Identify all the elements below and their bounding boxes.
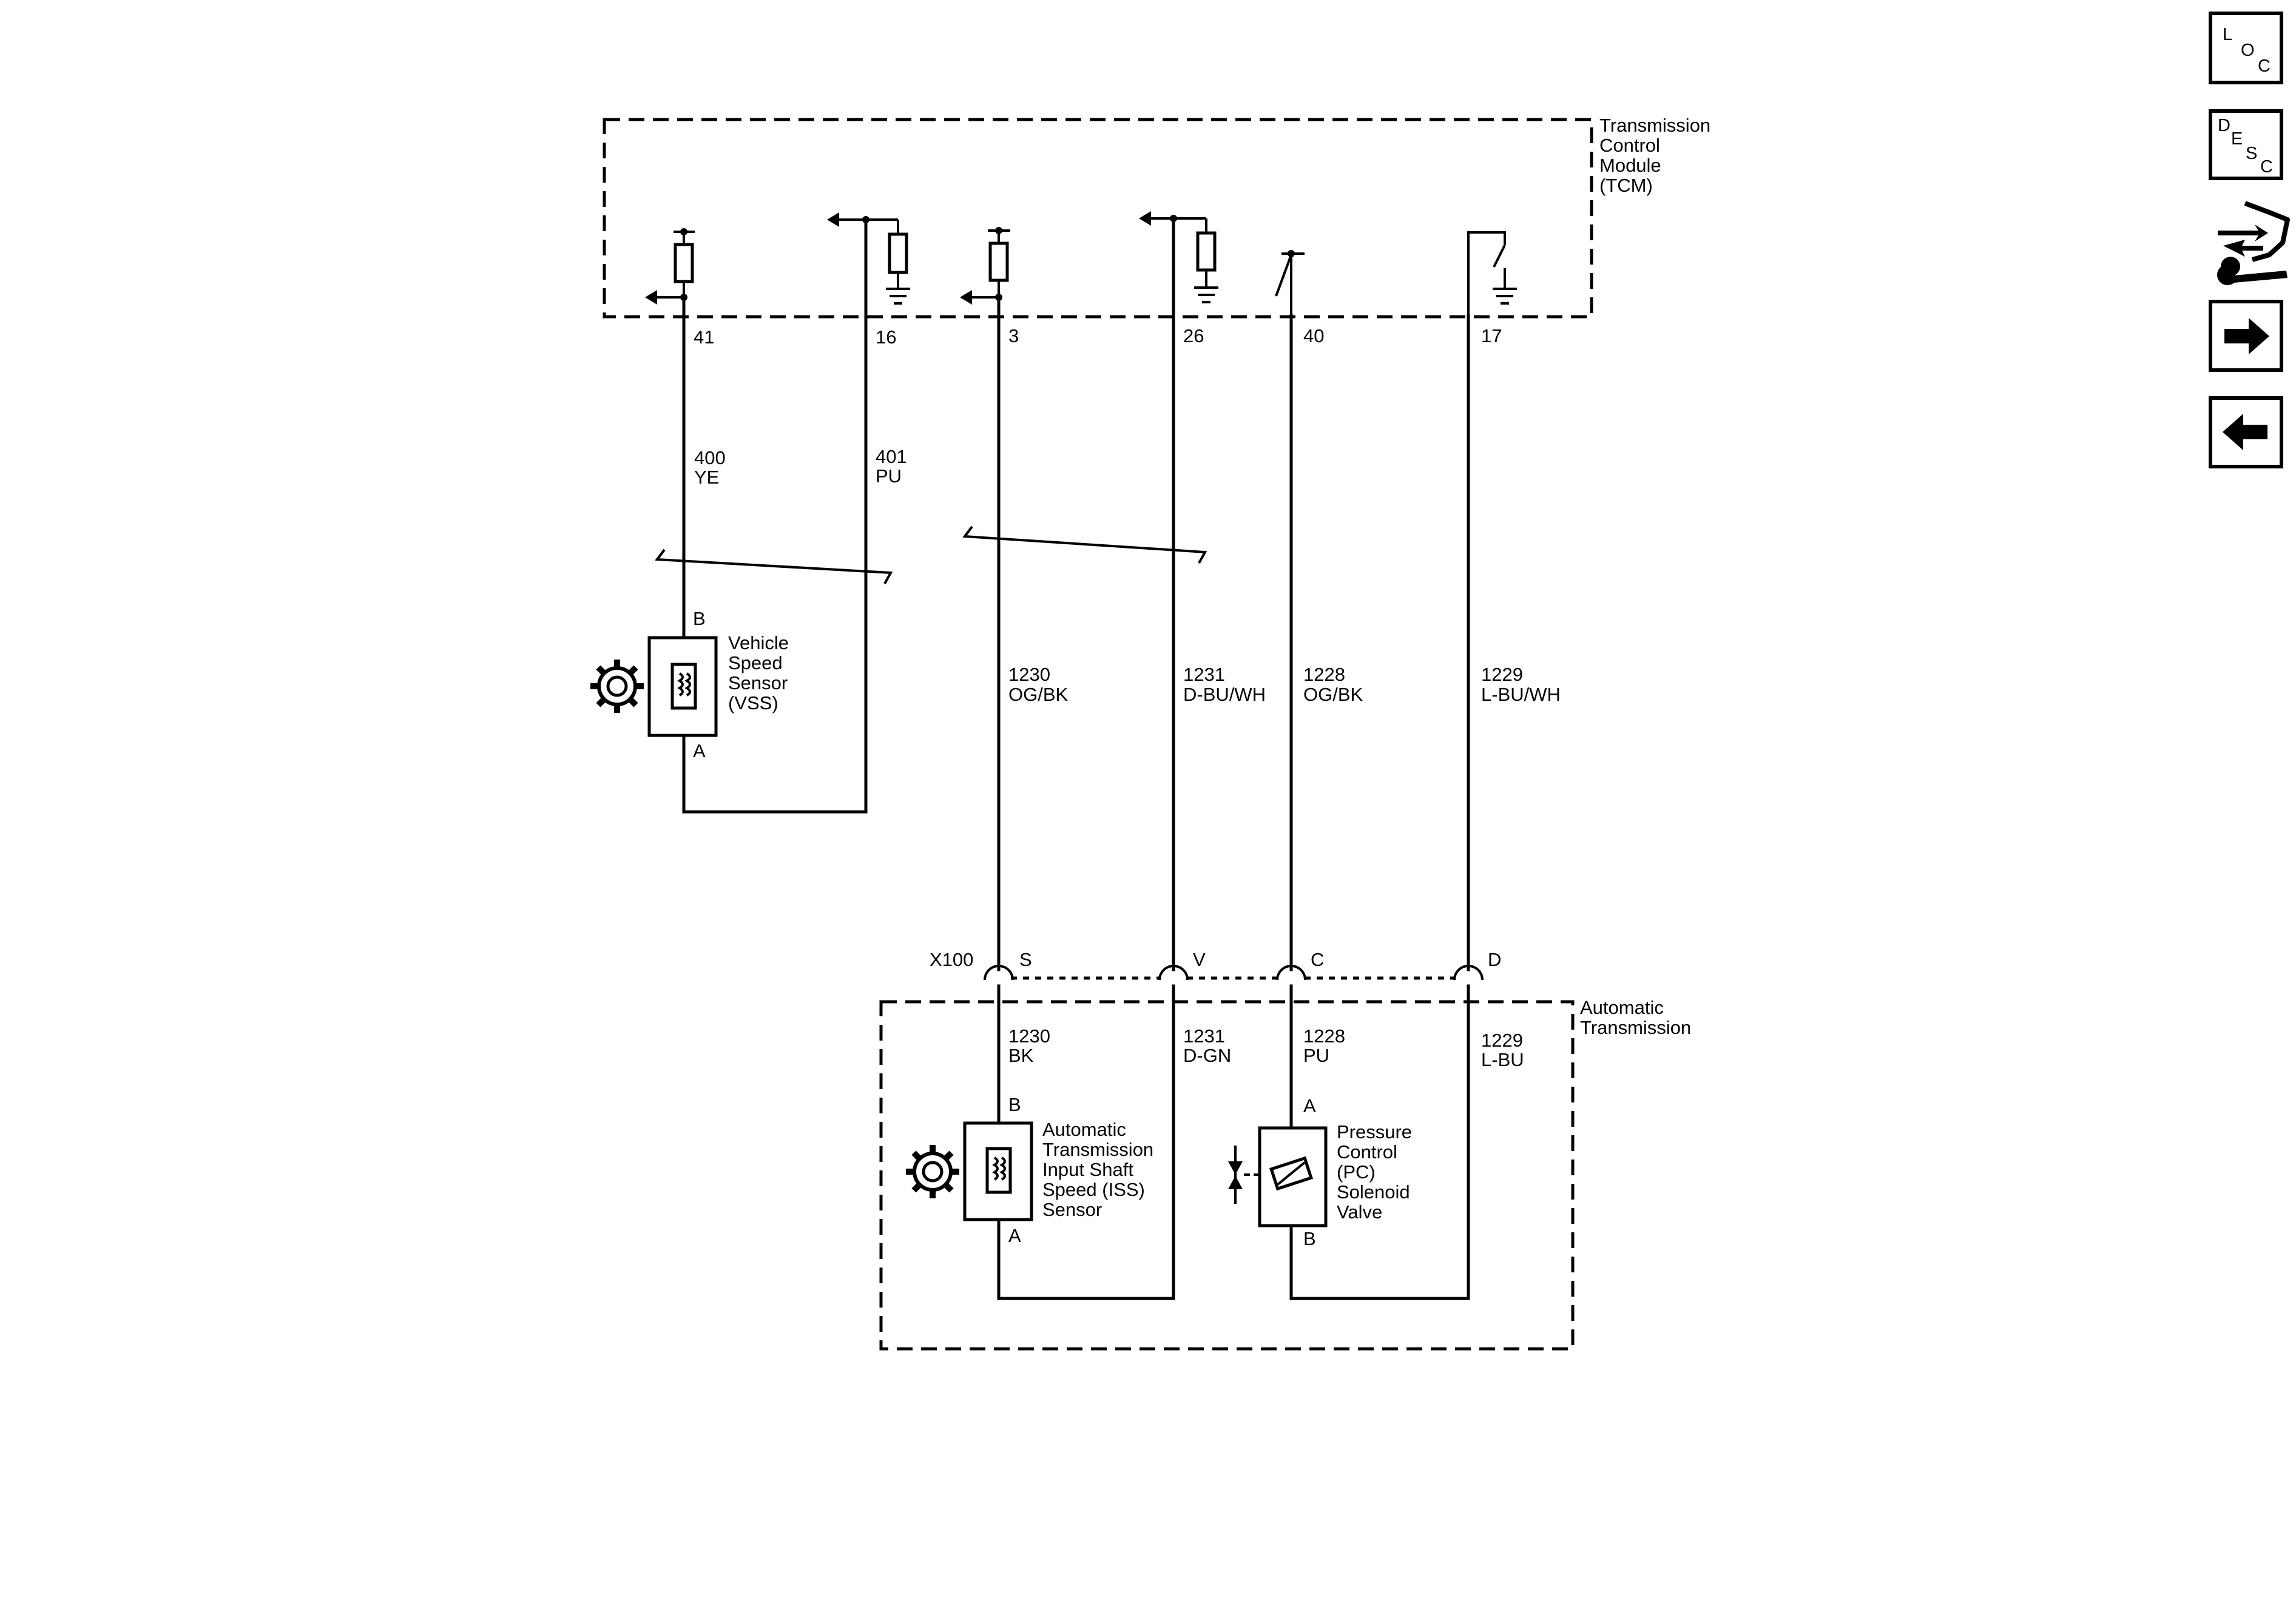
svg-text:Speed (ISS): Speed (ISS) — [1042, 1179, 1145, 1200]
svg-text:E: E — [2231, 129, 2243, 149]
svg-text:B: B — [1303, 1228, 1316, 1249]
svg-text:C: C — [2260, 157, 2273, 177]
svg-text:1229: 1229 — [1481, 1030, 1523, 1051]
svg-text:Transmission: Transmission — [1042, 1139, 1153, 1160]
svg-text:B: B — [1008, 1094, 1021, 1115]
svg-text:Module: Module — [1599, 155, 1661, 176]
svg-text:PU: PU — [876, 465, 902, 487]
svg-text:D-GN: D-GN — [1183, 1045, 1231, 1066]
tcm-pin-16-circuit — [827, 212, 910, 305]
automatic-transmission-module: Automatic Transmission — [879, 997, 1691, 1351]
svg-text:1228: 1228 — [1303, 664, 1345, 685]
svg-text:Sensor: Sensor — [1042, 1199, 1102, 1220]
svg-text:Vehicle: Vehicle — [728, 632, 789, 653]
svg-text:Transmission: Transmission — [1580, 1017, 1691, 1038]
svg-text:L-BU/WH: L-BU/WH — [1481, 684, 1561, 705]
svg-text:Control: Control — [1337, 1141, 1397, 1163]
svg-text:1230: 1230 — [1008, 1025, 1050, 1047]
svg-text:400: 400 — [694, 447, 726, 468]
svg-text:41: 41 — [694, 326, 714, 348]
svg-text:(VSS): (VSS) — [728, 692, 778, 714]
svg-text:B: B — [693, 608, 706, 629]
svg-text:3: 3 — [1008, 325, 1019, 346]
previous-page-button[interactable] — [2209, 396, 2283, 468]
svg-text:Valve: Valve — [1337, 1201, 1382, 1223]
next-arrow-icon — [2224, 318, 2269, 354]
wire-labels-lower: 1230 BK 1231 D-GN 1228 PU 1229 L-BU — [1008, 1025, 1524, 1070]
x100-connector: X100 S V C D — [930, 949, 1501, 1003]
svg-text:O: O — [2241, 41, 2255, 60]
svg-text:Transmission: Transmission — [1599, 115, 1710, 136]
svg-text:1231: 1231 — [1183, 1025, 1225, 1047]
iss-gear-icon — [906, 1145, 959, 1198]
svg-text:Automatic: Automatic — [1580, 997, 1664, 1018]
svg-text:D-BU/WH: D-BU/WH — [1183, 684, 1266, 705]
svg-text:D: D — [2218, 116, 2230, 135]
svg-text:A: A — [1303, 1095, 1316, 1116]
vss-gear-icon — [590, 660, 644, 713]
svg-text:17: 17 — [1481, 325, 1502, 346]
svg-text:C: C — [1311, 949, 1324, 970]
input-shaft-speed-sensor: B A Automatic Transmission Input Shaft S… — [963, 1094, 1153, 1246]
prev-arrow-icon — [2223, 414, 2267, 450]
svg-text:(PC): (PC) — [1337, 1161, 1376, 1183]
svg-text:S: S — [2246, 144, 2257, 163]
svg-text:Solenoid: Solenoid — [1337, 1181, 1410, 1203]
tcm-pin-17-switch — [1467, 231, 1517, 316]
svg-text:1229: 1229 — [1481, 664, 1523, 685]
svg-text:(TCM): (TCM) — [1599, 175, 1653, 196]
wire-labels-upper: 400 YE 401 PU 1230 OG/BK 1231 D-BU/WH 12… — [694, 446, 1561, 705]
tcm-pin-26-circuit — [1139, 211, 1218, 303]
svg-text:A: A — [1008, 1225, 1021, 1246]
svg-text:Automatic: Automatic — [1042, 1119, 1126, 1140]
desc-button[interactable]: D E S C — [2209, 109, 2283, 180]
next-page-button[interactable] — [2209, 300, 2283, 372]
svg-text:OG/BK: OG/BK — [1008, 684, 1069, 705]
svg-text:D: D — [1488, 949, 1501, 970]
svg-text:L: L — [2223, 25, 2232, 44]
svg-text:401: 401 — [876, 446, 907, 467]
svg-text:X100: X100 — [930, 949, 973, 970]
svg-text:S: S — [1019, 949, 1032, 970]
vehicle-speed-sensor: B A Vehicle Speed Sensor (VSS) — [647, 608, 789, 761]
svg-text:40: 40 — [1303, 325, 1324, 346]
svg-text:OG/BK: OG/BK — [1303, 684, 1363, 705]
svg-text:YE: YE — [694, 467, 719, 488]
tcm-pin-41-circuit — [645, 228, 695, 305]
svg-text:Pressure: Pressure — [1337, 1121, 1412, 1143]
svg-text:L-BU: L-BU — [1481, 1049, 1524, 1070]
svg-text:1231: 1231 — [1183, 664, 1225, 685]
tcm-pin-40-switch — [1275, 250, 1305, 316]
svg-text:1228: 1228 — [1303, 1025, 1345, 1047]
svg-text:Sensor: Sensor — [728, 672, 788, 694]
tcm-pin-3-circuit — [960, 227, 1010, 305]
loc-button[interactable]: L O C — [2209, 12, 2283, 84]
svg-text:16: 16 — [876, 326, 896, 348]
svg-text:1230: 1230 — [1008, 664, 1050, 685]
svg-text:Control: Control — [1599, 135, 1660, 156]
tcm-pin-labels: 41 16 3 26 40 17 — [694, 325, 1502, 348]
tcm-module: Transmission Control Module (TCM) — [603, 115, 1710, 319]
svg-text:26: 26 — [1183, 325, 1204, 346]
wires — [655, 217, 1470, 1300]
svg-text:V: V — [1193, 949, 1206, 970]
svg-text:Input Shaft: Input Shaft — [1042, 1159, 1133, 1180]
connector-repair-icon[interactable] — [2217, 201, 2290, 286]
svg-text:Speed: Speed — [728, 652, 783, 673]
svg-text:C: C — [2258, 56, 2271, 76]
svg-text:PU: PU — [1303, 1045, 1329, 1066]
svg-text:BK: BK — [1008, 1045, 1034, 1066]
svg-text:A: A — [693, 740, 706, 761]
pressure-control-solenoid: A B Pressure Control (PC) Solenoid Valve — [1258, 1095, 1412, 1249]
valve-actuator-icon — [1228, 1146, 1260, 1204]
